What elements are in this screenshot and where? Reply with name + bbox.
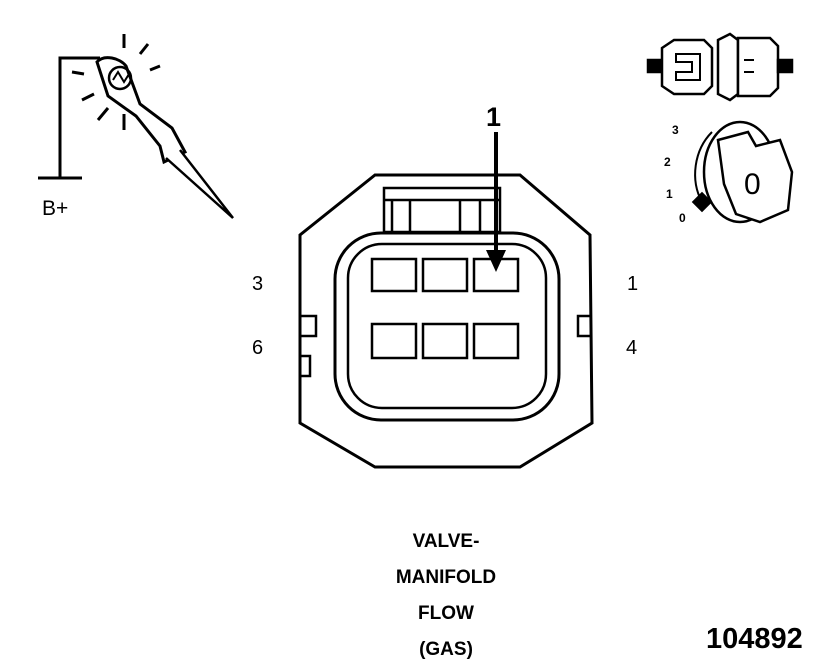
key-glyph: 0	[744, 168, 761, 201]
cavity-3	[370, 257, 418, 293]
connector-latch	[382, 186, 502, 234]
ignition-pos-1: 1	[666, 187, 673, 201]
cavity-5	[421, 322, 469, 360]
caption-line-2: MANIFOLD	[396, 567, 496, 588]
connector-icon	[646, 32, 794, 102]
pin-label-1: 1	[627, 273, 638, 295]
test-light-icon	[38, 34, 234, 219]
caption-line-4: (GAS)	[419, 639, 473, 660]
connector-seal	[333, 231, 561, 422]
ignition-pos-3: 3	[672, 123, 679, 137]
figure-number: 104892	[706, 623, 803, 655]
ignition-key-icon: 0	[691, 120, 794, 224]
caption-line-1: VALVE-	[413, 531, 480, 552]
ignition-pos-0: 0	[679, 211, 686, 225]
pin-label-3: 3	[252, 273, 263, 295]
ignition-pos-2: 2	[664, 155, 671, 169]
caption-line-3: FLOW	[418, 603, 474, 624]
pin-label-4: 4	[626, 337, 637, 359]
cavity-2	[421, 257, 469, 293]
callout-arrow	[486, 132, 506, 272]
cavity-6	[370, 322, 418, 360]
pin-label-6: 6	[252, 337, 263, 359]
callout-number: 1	[486, 102, 501, 132]
b-plus-label: B+	[42, 197, 68, 220]
cavity-4	[472, 322, 520, 360]
connector-face	[298, 173, 594, 469]
